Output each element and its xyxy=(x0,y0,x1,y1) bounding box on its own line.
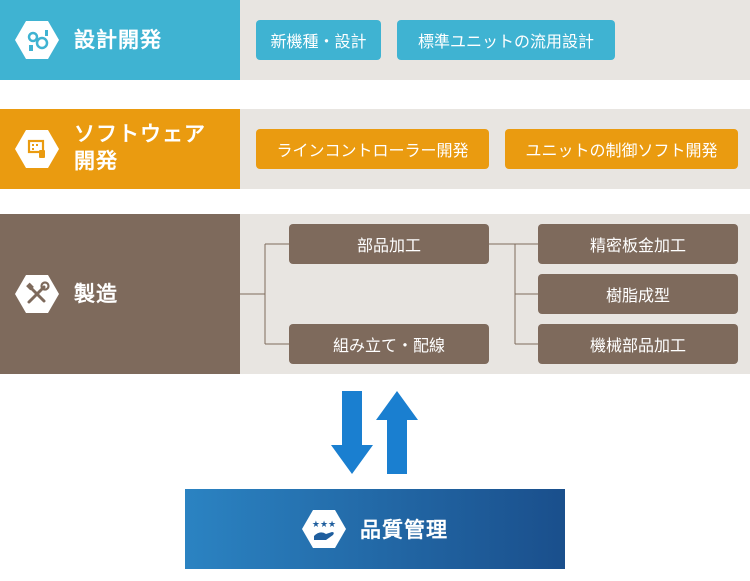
software-label-line2: 開発 xyxy=(74,149,118,173)
arrow-down-icon xyxy=(331,391,373,474)
tools-icon xyxy=(15,275,59,313)
manufacturing-item-sheet-metal: 精密板金加工 xyxy=(538,224,738,264)
manufacturing-item-parts-machining: 部品加工 xyxy=(289,224,489,264)
design-item-new-model: 新機種・設計 xyxy=(256,20,381,60)
quality-control-label: 品質管理 xyxy=(360,518,448,542)
software-item-control-software: ユニットの制御ソフト開発 xyxy=(505,129,738,169)
software-category: ソフトウェア 開発 xyxy=(0,109,240,189)
software-label-line1: ソフトウェア xyxy=(74,122,206,146)
design-label: 設計開発 xyxy=(74,28,162,52)
manufacturing-label: 製造 xyxy=(74,282,118,306)
monitor-cursor-icon xyxy=(15,130,59,168)
design-item-standard-unit: 標準ユニットの流用設計 xyxy=(397,20,615,60)
manufacturing-item-resin-molding: 樹脂成型 xyxy=(538,274,738,314)
manufacturing-item-assembly-wiring: 組み立て・配線 xyxy=(289,324,489,364)
quality-control-block: ★★★ 品質管理 xyxy=(185,489,565,569)
software-item-line-controller: ラインコントローラー開発 xyxy=(256,129,489,169)
manufacturing-item-mechanical-parts: 機械部品加工 xyxy=(538,324,738,364)
design-category: 設計開発 xyxy=(0,0,240,80)
gears-icon xyxy=(15,21,59,59)
stars-hand-icon: ★★★ xyxy=(302,510,346,548)
arrow-up-icon xyxy=(376,391,418,474)
svg-text:★★★: ★★★ xyxy=(312,520,336,530)
manufacturing-category: 製造 xyxy=(0,214,240,374)
